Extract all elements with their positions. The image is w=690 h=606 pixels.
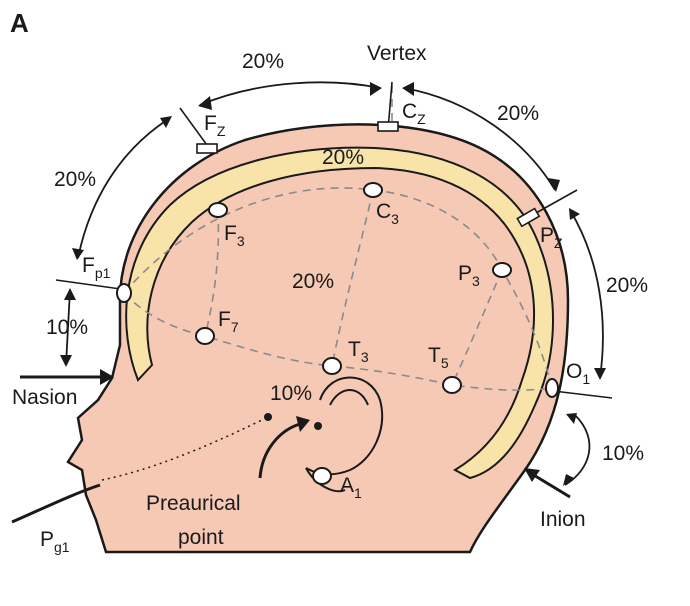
pct-nasion-fp1: 10% <box>46 316 88 339</box>
nasion-label: Nasion <box>12 386 77 409</box>
electrode-f3 <box>208 202 228 218</box>
measurement-lines <box>55 81 613 399</box>
label-f7: F7 <box>218 308 239 335</box>
pct-f3-c3: 20% <box>292 270 334 293</box>
electrode-t3 <box>322 357 342 375</box>
preauricular-pointer <box>11 413 322 524</box>
electrode-fp1 <box>116 283 132 303</box>
electrodes <box>116 182 559 485</box>
pct-preauricular: 10% <box>270 382 312 405</box>
landmark-arrows <box>20 369 571 499</box>
electrode-c3 <box>363 182 383 198</box>
pct-fz-cz: 20% <box>242 50 284 73</box>
electrode-f7 <box>195 327 215 345</box>
brain-outline-band <box>125 146 554 480</box>
label-p3: P3 <box>458 262 480 289</box>
label-a1: A1 <box>340 474 362 501</box>
label-fp1: Fp1 <box>82 254 111 281</box>
label-c3: C3 <box>376 200 399 227</box>
label-t5: T5 <box>428 344 449 371</box>
arrow-heads <box>60 82 606 486</box>
label-o1: O1 <box>566 360 590 387</box>
arc-arrows <box>65 81 604 486</box>
label-t3: T3 <box>348 338 369 365</box>
ear <box>305 376 384 493</box>
pct-inion-o1: 10% <box>602 442 644 465</box>
label-f3: F3 <box>224 222 245 249</box>
head-outline <box>66 123 570 554</box>
electrode-a1 <box>312 467 332 485</box>
pct-fp1-fz: 20% <box>54 168 96 191</box>
label-cz: CZ <box>402 100 426 127</box>
pct-pz-o1: 20% <box>606 274 648 297</box>
electrode-o1 <box>545 378 559 398</box>
electrode-t5 <box>442 376 462 394</box>
preauricular-label-line1: Preaurical <box>146 492 241 515</box>
inion-label: Inion <box>540 508 586 531</box>
pct-cz-pz: 20% <box>497 102 539 125</box>
panel-label: A <box>10 8 29 38</box>
vertex-label: Vertex <box>367 42 427 65</box>
label-pz: PZ <box>540 224 563 251</box>
preauricular-label-line2: point <box>178 526 224 549</box>
electrode-p3 <box>492 262 512 278</box>
pct-inner-top: 20% <box>322 146 364 169</box>
label-fz: FZ <box>204 112 226 139</box>
label-pg1: Pg1 <box>40 528 70 555</box>
